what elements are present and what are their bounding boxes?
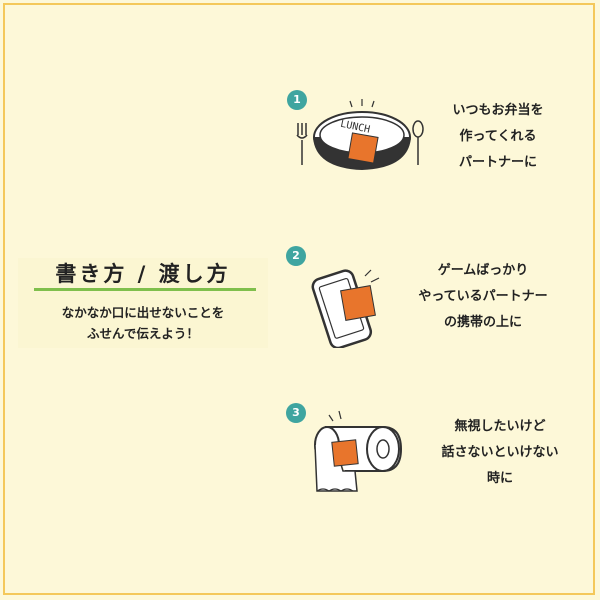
title-underline — [34, 288, 256, 291]
step-3-line-1: 無視したいけど — [454, 419, 546, 434]
page-frame — [3, 3, 595, 595]
page-title: 書き方 / 渡し方 — [55, 262, 231, 286]
step-3-line-2: 話さないといけない — [441, 445, 559, 460]
step-1-line-3: パートナーに — [458, 155, 537, 170]
smartphone-icon — [311, 269, 380, 348]
step-2-caption: ゲームばっかり やっているパートナー の携帯の上に — [398, 258, 568, 336]
step-3-line-3: 時に — [486, 471, 513, 486]
step-2-line-1: ゲームばっかり — [437, 263, 529, 278]
subtitle-line-2: ふせんで伝えよう！ — [87, 326, 199, 341]
step-1-caption: いつもお弁当を 作ってくれる パートナーに — [428, 98, 568, 176]
step-3-caption: 無視したいけど 話さないといけない 時に — [430, 414, 570, 492]
subtitle-line-1: なかなか口に出せないことを — [61, 305, 225, 320]
step-2-badge: 2 — [286, 246, 306, 266]
step-1-line-2: 作ってくれる — [459, 129, 537, 144]
title-block: 書き方 / 渡し方 なかなか口に出せないことを ふせんで伝えよう！ — [18, 258, 268, 348]
step-2-line-3: の携帯の上に — [443, 315, 522, 330]
step-3-badge: 3 — [286, 403, 306, 423]
step-2-line-2: やっているパートナー — [418, 289, 548, 304]
toilet-paper-icon — [314, 410, 403, 492]
step-1-line-1: いつもお弁当を — [452, 103, 544, 118]
lunch-bowl-icon: LUNCH — [296, 99, 424, 171]
subtitle: なかなか口に出せないことを ふせんで伝えよう！ — [18, 302, 268, 344]
step-1-badge: 1 — [287, 90, 307, 110]
